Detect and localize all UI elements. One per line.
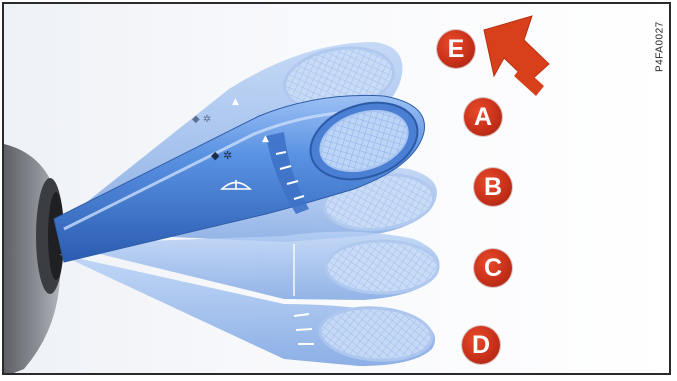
svg-text:▲: ▲: [232, 97, 239, 107]
position-label-d: D: [462, 326, 500, 364]
position-label-b: B: [474, 168, 512, 206]
figure-frame: ◆ ✲ ▲ ◆ ✲ ▲: [2, 2, 671, 375]
position-label-a: A: [464, 98, 502, 136]
wiper-stalk-illustration: ◆ ✲ ▲ ◆ ✲ ▲: [4, 4, 671, 375]
image-code: P4FA0027: [653, 12, 667, 82]
position-marker-icon: ▲: [262, 134, 269, 144]
svg-text:◆ ✲: ◆ ✲: [192, 114, 211, 125]
position-label-e: E: [437, 30, 475, 68]
washer-symbol-icon: ◆ ✲: [211, 149, 232, 162]
position-label-c: C: [474, 249, 512, 287]
